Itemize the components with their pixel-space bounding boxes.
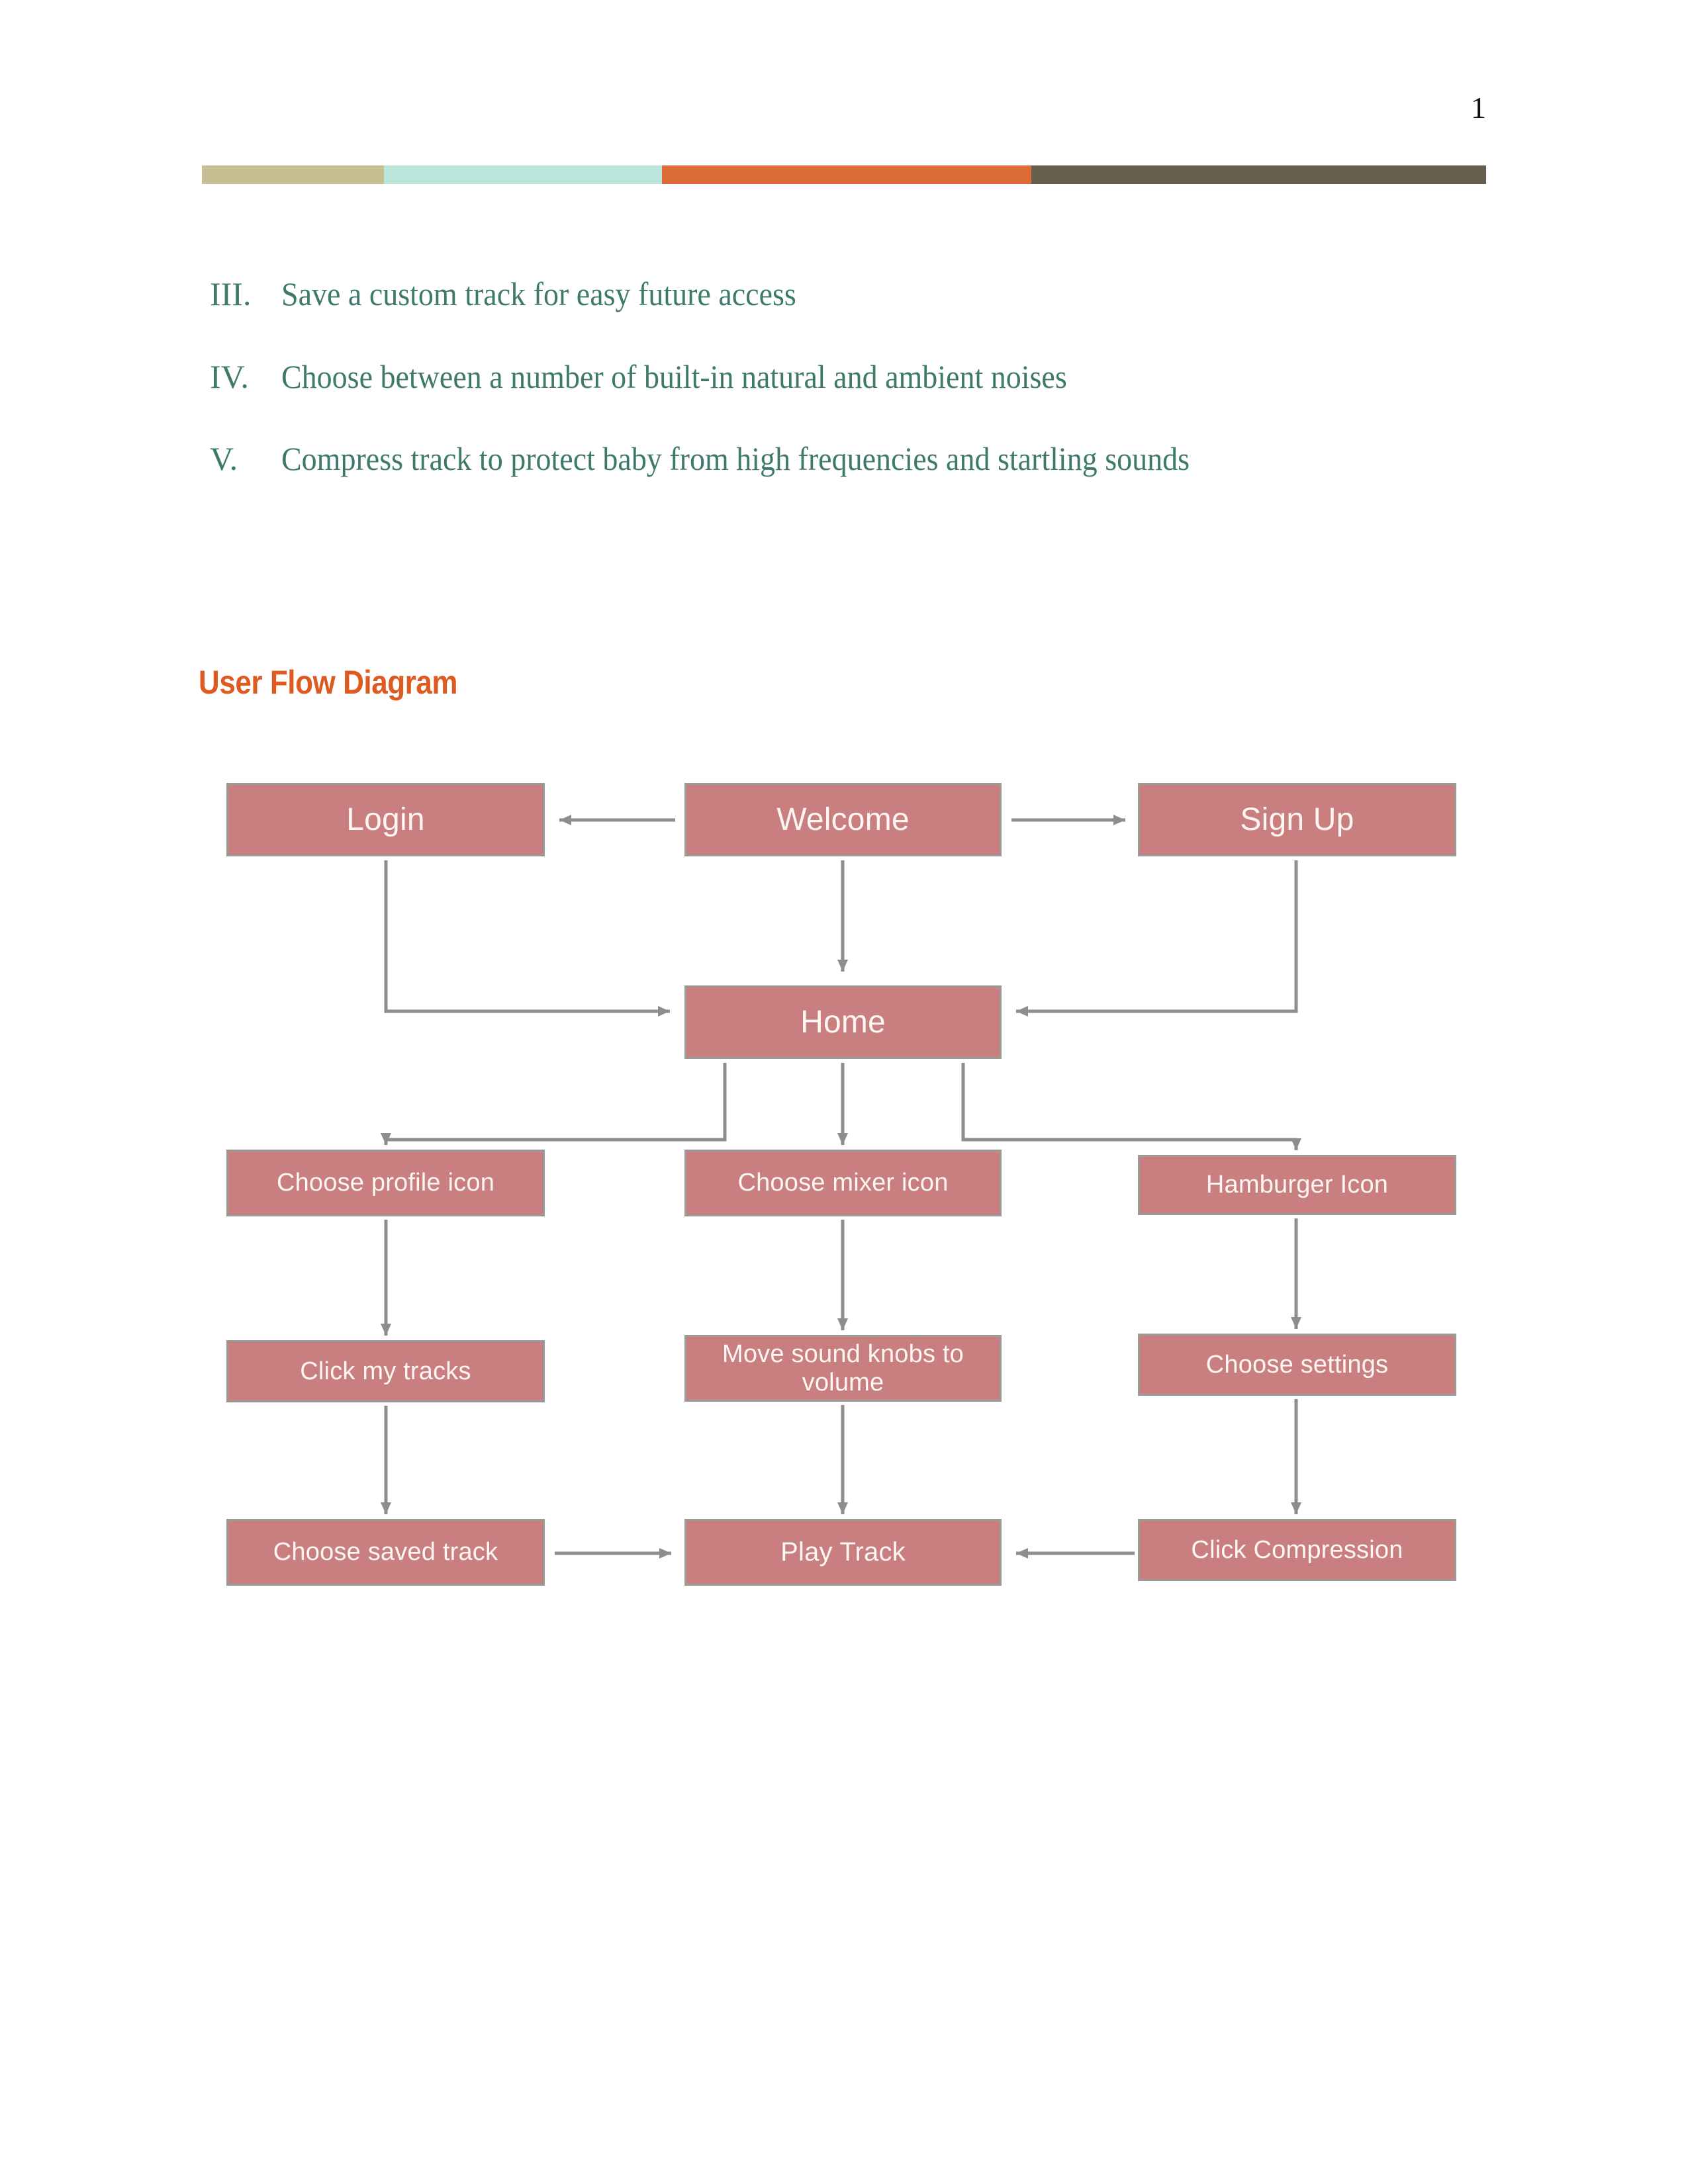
flow-node-label: Choose settings xyxy=(1205,1350,1389,1379)
color-bar-segment-orange xyxy=(662,165,1031,184)
flow-node-home[interactable]: Home xyxy=(686,987,1000,1057)
flow-node-label: Choose mixer icon xyxy=(737,1169,949,1197)
page-number: 1 xyxy=(1471,91,1486,124)
flow-node-welcome[interactable]: Welcome xyxy=(686,785,1000,854)
decorative-color-bar xyxy=(202,165,1486,184)
flow-node-signup[interactable]: Sign Up xyxy=(1140,785,1454,854)
list-item-numeral: IV. xyxy=(210,357,249,395)
numbered-requirement-list: III. Save a custom track for easy future … xyxy=(202,277,1493,524)
flow-node-label: Choose saved track xyxy=(273,1538,498,1567)
flow-node-label: Play Track xyxy=(780,1537,906,1567)
flow-node-label: Click my tracks xyxy=(300,1357,471,1385)
flow-node-label: Choose profile icon xyxy=(276,1169,495,1197)
list-item-text: Compress track to protect baby from high… xyxy=(281,440,1190,477)
flow-node-profile_icon[interactable]: Choose profile icon xyxy=(228,1152,543,1214)
list-item: III. Save a custom track for easy future … xyxy=(202,277,1493,312)
color-bar-segment-mint xyxy=(384,165,662,184)
color-bar-segment-olive xyxy=(1031,165,1486,184)
flow-node-sound_knobs[interactable]: Move sound knobs to volume xyxy=(686,1337,1000,1400)
flow-node-compression[interactable]: Click Compression xyxy=(1140,1521,1454,1579)
flow-node-label: Move sound knobs to volume xyxy=(722,1340,964,1396)
flow-node-label: Login xyxy=(346,801,425,837)
flow-node-label: Sign Up xyxy=(1240,801,1354,837)
flow-node-label: Click Compression xyxy=(1191,1535,1403,1564)
color-bar-segment-tan xyxy=(202,165,384,184)
flow-node-settings[interactable]: Choose settings xyxy=(1140,1336,1454,1394)
list-item-numeral: V. xyxy=(210,440,238,477)
list-item: V. Compress track to protect baby from hi… xyxy=(202,441,1493,477)
list-item-text: Save a custom track for easy future acce… xyxy=(281,275,796,312)
flow-node-my_tracks[interactable]: Click my tracks xyxy=(228,1342,543,1400)
flow-node-play_track[interactable]: Play Track xyxy=(686,1521,1000,1584)
flow-node-label: Home xyxy=(800,1004,886,1040)
flow-node-login[interactable]: Login xyxy=(228,785,543,854)
flow-node-mixer_icon[interactable]: Choose mixer icon xyxy=(686,1152,1000,1214)
list-item-numeral: III. xyxy=(210,275,252,312)
flow-node-saved_track[interactable]: Choose saved track xyxy=(228,1521,543,1584)
flow-node-hamburger_icon[interactable]: Hamburger Icon xyxy=(1140,1157,1454,1213)
list-item-text: Choose between a number of built-in natu… xyxy=(281,357,1067,395)
flow-node-label: Hamburger Icon xyxy=(1205,1171,1389,1199)
flow-node-label: Welcome xyxy=(776,801,910,837)
list-item: IV. Choose between a number of built-in n… xyxy=(202,359,1493,394)
page-title: User Flow Diagram xyxy=(199,664,458,701)
